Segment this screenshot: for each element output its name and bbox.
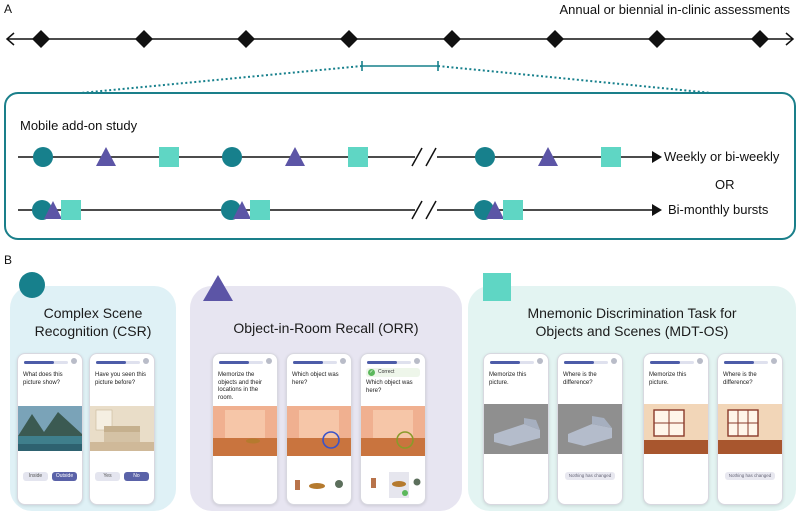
orr-triangle — [538, 147, 558, 166]
room-image-target — [287, 406, 351, 456]
phone-question: Which object was here? — [366, 380, 413, 394]
assessment-diamond — [135, 30, 153, 48]
nothing-changed-button[interactable]: Nothing has changed — [565, 472, 615, 480]
outside-button[interactable]: Outside — [52, 472, 77, 481]
close-icon[interactable] — [537, 358, 543, 364]
nothing-changed-button[interactable]: Nothing has changed — [725, 472, 775, 480]
mdt-square — [348, 147, 368, 167]
mobile-study-title: Mobile add-on study — [20, 118, 138, 133]
burst-cluster — [32, 200, 81, 220]
close-icon[interactable] — [340, 358, 346, 364]
csr-circle — [475, 147, 495, 167]
close-icon[interactable] — [771, 358, 777, 364]
close-icon[interactable] — [71, 358, 77, 364]
yes-button[interactable]: Yes — [95, 472, 120, 481]
burst-cluster — [474, 200, 523, 220]
csr-title: Complex Scene Recognition (CSR) — [34, 305, 152, 339]
mdt-square-icon — [483, 273, 511, 301]
csr-circle — [33, 147, 53, 167]
mdt-title: Mnemonic Discrimination Task for Objects… — [527, 305, 737, 339]
correct-label: Correct — [378, 369, 395, 375]
phone-question: Memorize the objects and their locations… — [218, 372, 263, 401]
living-room-image — [90, 406, 154, 451]
lake-mountain-image — [18, 406, 82, 451]
phone-question: Memorize this picture. — [649, 372, 687, 386]
timeline-title: Annual or biennial in-clinic assessments — [559, 2, 790, 17]
close-icon[interactable] — [611, 358, 617, 364]
assessment-diamond — [648, 30, 666, 48]
phone-question: Have you seen this picture before? — [95, 372, 147, 386]
orr-triangle — [285, 147, 305, 166]
orr-triangle-icon — [203, 275, 233, 301]
phone-question: Where is the difference? — [723, 372, 757, 386]
object-options[interactable] — [291, 476, 347, 494]
correct-badge: ✓ Correct — [366, 368, 420, 377]
close-icon[interactable] — [697, 358, 703, 364]
no-button[interactable]: No — [124, 472, 149, 481]
scene-image-lure — [718, 404, 782, 454]
close-icon[interactable] — [414, 358, 420, 364]
mdt-phone-4: Where is the difference? Nothing has cha… — [717, 353, 783, 505]
close-icon[interactable] — [143, 358, 149, 364]
assessment-timeline — [5, 30, 795, 95]
panel-b-letter: B — [4, 253, 13, 267]
panel-a-letter: A — [4, 2, 13, 16]
object-options[interactable] — [365, 472, 421, 498]
phone-question: Where is the difference? — [563, 372, 597, 386]
mdt-phone-3: Memorize this picture. — [643, 353, 709, 505]
assessment-diamond — [751, 30, 769, 48]
phone-question: What does this picture show? — [23, 372, 63, 386]
row2-label: Bi-monthly bursts — [668, 202, 769, 217]
zoom-line-right — [437, 65, 723, 95]
assessment-diamond — [443, 30, 461, 48]
assessment-diamond — [237, 30, 255, 48]
csr-circle — [222, 147, 242, 167]
room-image — [213, 406, 277, 456]
orr-phone-3: ✓ Correct Which object was here? — [360, 353, 426, 505]
mdt-square — [159, 147, 179, 167]
chaise-image — [484, 404, 548, 454]
scene-image — [644, 404, 708, 454]
csr-phone-1: What does this picture show? Inside Outs… — [17, 353, 83, 505]
assessment-diamond — [546, 30, 564, 48]
mdt-phone-2: Where is the difference? Nothing has cha… — [557, 353, 623, 505]
zoom-line-left — [69, 65, 363, 95]
target-ring — [322, 431, 340, 449]
mobile-addon-box — [4, 92, 796, 240]
mdt-square — [601, 147, 621, 167]
assessment-diamond — [32, 30, 50, 48]
phone-question: Which object was here? — [292, 372, 339, 386]
csr-circle-icon — [19, 272, 45, 298]
room-image-feedback — [361, 406, 425, 456]
burst-cluster — [221, 200, 270, 220]
mdt-phone-1: Memorize this picture. — [483, 353, 549, 505]
or-label: OR — [715, 177, 735, 192]
mobile-schedule-diagram — [18, 147, 662, 220]
orr-title: Object-in-Room Recall (ORR) — [233, 320, 419, 336]
inside-button[interactable]: Inside — [23, 472, 48, 481]
close-icon[interactable] — [266, 358, 272, 364]
phone-question: Memorize this picture. — [489, 372, 527, 386]
orr-phone-2: Which object was here? — [286, 353, 352, 505]
assessment-diamond — [340, 30, 358, 48]
orr-triangle — [96, 147, 116, 166]
orr-phone-1: Memorize the objects and their locations… — [212, 353, 278, 505]
row1-label: Weekly or bi-weekly — [664, 149, 780, 164]
csr-phone-2: Have you seen this picture before? Yes N… — [89, 353, 155, 505]
chaise-image-lure — [558, 404, 622, 454]
check-icon: ✓ — [368, 369, 375, 376]
